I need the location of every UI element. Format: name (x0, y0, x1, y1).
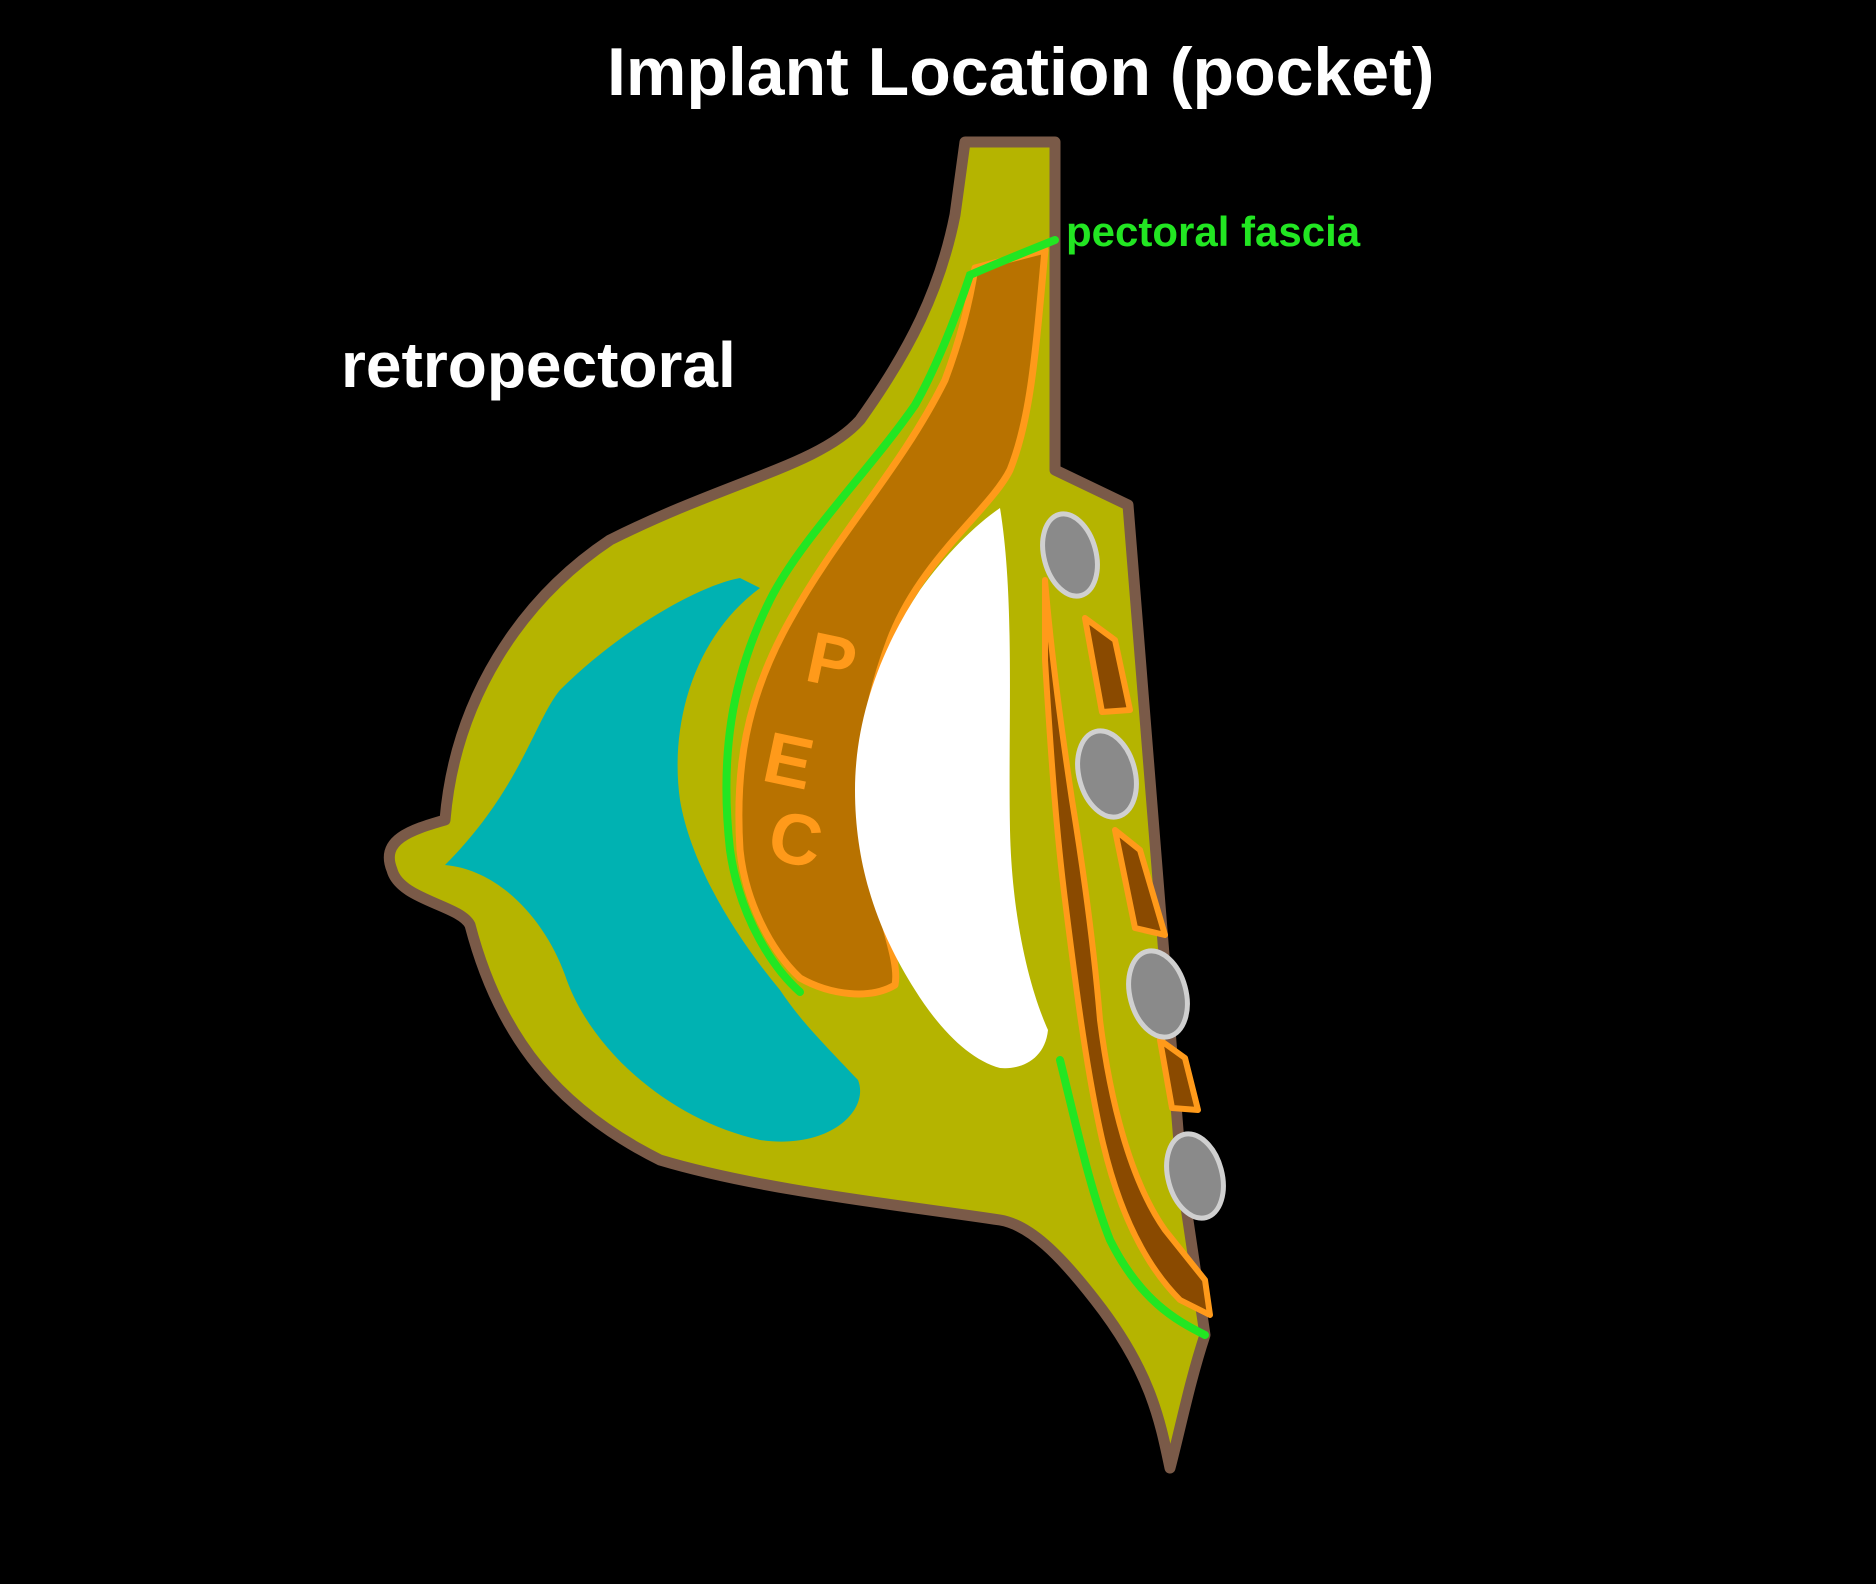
ribs (1040, 511, 1226, 1221)
intercostal-muscle (1082, 615, 1133, 715)
diagram-title: Implant Location (pocket) (607, 34, 1435, 110)
pectoral-fascia-line-lower (1056, 1056, 1209, 1339)
pocket-label: retropectoral (341, 329, 736, 401)
rib-cross-section-icon (1040, 511, 1100, 599)
pectoralis-muscle (735, 246, 1049, 998)
rib-cross-section-icon (1164, 1131, 1226, 1221)
rib-cross-section-icon (1126, 948, 1190, 1040)
pectoral-fascia-line (722, 236, 1059, 996)
intercostal-muscles (1042, 577, 1213, 1318)
mammary-gland (445, 578, 861, 1142)
intercostal-muscle (1157, 1037, 1201, 1113)
intercostal-muscle (1042, 577, 1213, 1318)
breast-implant (855, 508, 1048, 1069)
pectoral-fascia-label: pectoral fascia (1066, 208, 1361, 255)
rib-cross-section-icon (1075, 728, 1139, 820)
intercostal-muscle (1112, 827, 1168, 938)
